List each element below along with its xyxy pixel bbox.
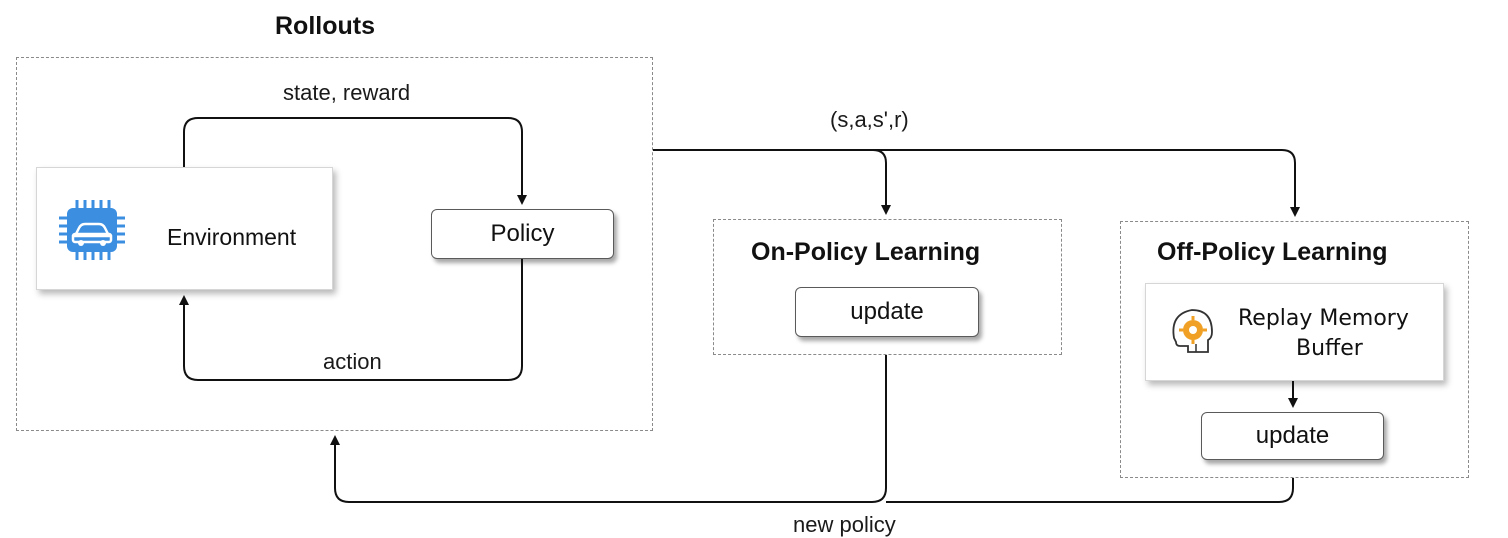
replay-label-line1: Replay Memory [1238, 306, 1409, 331]
policy-node[interactable]: Policy [431, 209, 614, 259]
off-policy-container [1120, 221, 1469, 478]
action-label: action [323, 349, 382, 374]
on-policy-container [713, 219, 1062, 355]
off-policy-title: Off-Policy Learning [1157, 238, 1388, 266]
on-policy-update-node[interactable]: update [795, 287, 979, 337]
transition-branch-on-policy [872, 149, 891, 215]
policy-label: Policy [490, 220, 555, 247]
rollouts-title: Rollouts [275, 12, 375, 40]
transition-label: (s,a,s',r) [830, 107, 909, 132]
off-policy-return-line [886, 478, 1294, 503]
car-chip-icon [55, 196, 129, 264]
transition-line [653, 149, 1300, 217]
replay-memory-node[interactable]: Replay Memory Buffer [1145, 283, 1444, 381]
off-policy-update-label: update [1255, 422, 1330, 449]
on-policy-title: On-Policy Learning [751, 238, 981, 266]
off-policy-update-node[interactable]: update [1201, 412, 1384, 460]
environment-label: Environment [167, 224, 297, 250]
state-reward-label: state, reward [283, 80, 411, 105]
new-policy-label: new policy [793, 512, 896, 537]
replay-label-line2: Buffer [1296, 336, 1363, 361]
on-policy-update-label: update [850, 298, 924, 325]
environment-node[interactable]: Environment [36, 167, 333, 290]
head-gear-icon [1166, 304, 1216, 360]
